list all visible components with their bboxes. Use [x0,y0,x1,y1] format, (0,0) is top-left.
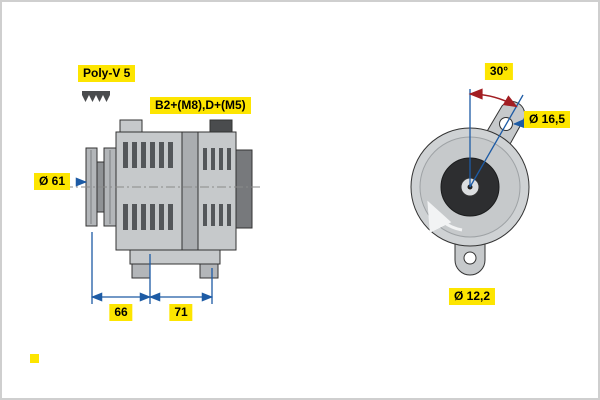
bottom-hole-diameter-label: Ø 12,2 [448,288,496,305]
housing-side [115,131,253,251]
terminal-block [209,119,233,134]
watermark-mark [30,354,39,363]
rotation-direction-icon [427,200,463,233]
angled-reference-line [469,94,524,188]
belt-profile-icon [82,91,110,102]
terminals-label: B2+(M8),D+(M5) [150,97,251,114]
top-hole-diameter-label: Ø 16,5 [524,111,571,128]
mounting-foot [129,249,221,279]
belt-type-label: Poly-V 5 [78,65,136,82]
bottom-hole [463,251,477,265]
alternator-side-view [64,119,262,279]
side-view-dimensions [75,177,214,304]
dimension-71-label: 71 [169,304,193,321]
angle-arc [468,88,518,108]
dimension-66-label: 66 [109,304,133,321]
lug-angle-label: 30° [484,63,514,80]
front-view-dimensions [468,88,538,188]
rear-cap [235,149,253,229]
pulley-diameter-label: Ø 61 [34,173,71,190]
